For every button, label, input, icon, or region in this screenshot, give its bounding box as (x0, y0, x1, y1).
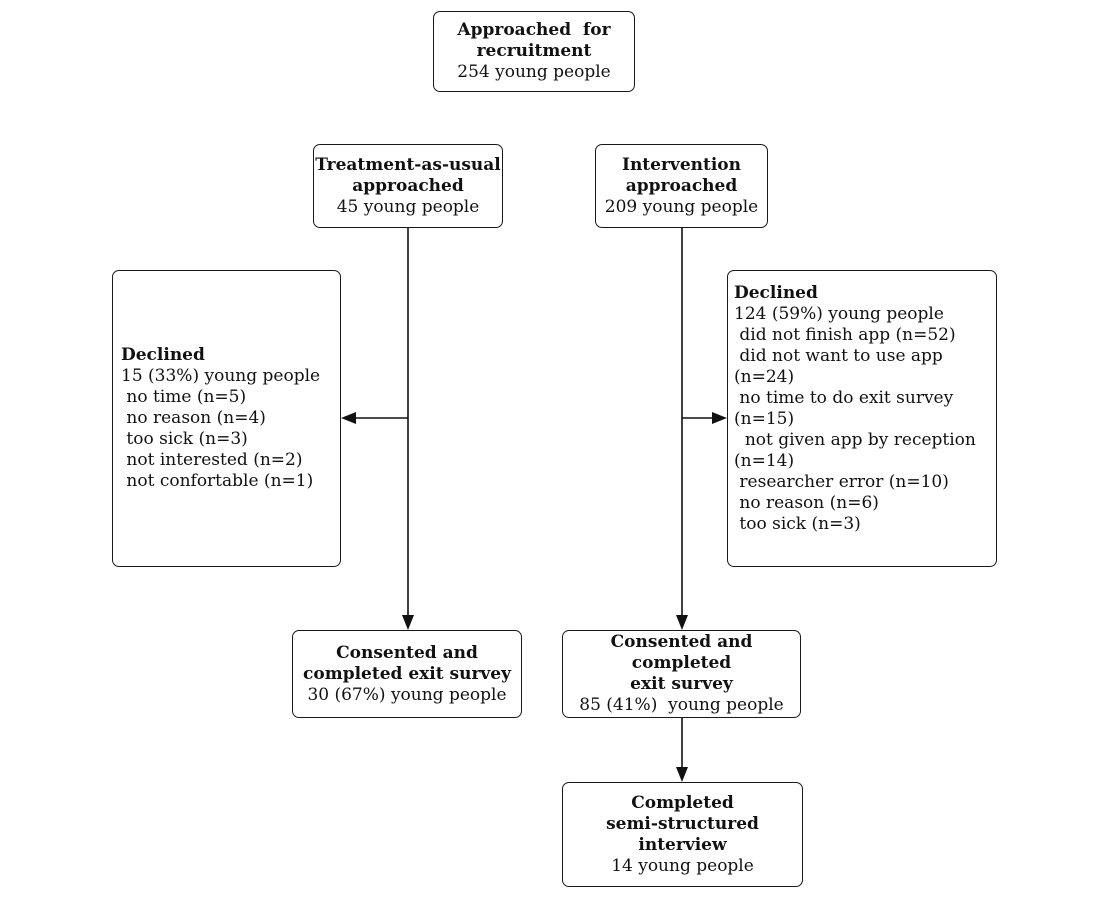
arrow-tau-to-declined (341, 412, 408, 424)
box-title: Declined (121, 345, 205, 365)
box-title: Completed semi-structured interview (606, 792, 759, 855)
box-treatment-as-usual-approached: Treatment-as-usual approached 45 young p… (313, 144, 503, 228)
arrow-intervention-to-declined (682, 412, 727, 424)
box-count: 14 young people (611, 855, 754, 876)
box-tau-consented-exit-survey: Consented and completed exit survey 30 (… (292, 630, 522, 718)
box-title: Consented and completed exit survey (303, 642, 511, 684)
box-tau-declined: Declined 15 (33%) young people no time (… (112, 270, 341, 567)
arrow-tau-to-consented (402, 228, 414, 630)
box-count: 209 young people (604, 196, 759, 217)
box-title: Consented and completed exit survey (610, 632, 753, 694)
box-count: 85 (41%) young people (579, 695, 784, 715)
arrow-consented-to-interview (676, 718, 688, 782)
box-intervention-declined: Declined 124 (59%) young people did not … (727, 270, 997, 567)
box-count: 45 young people (336, 196, 480, 217)
box-intervention-approached: Intervention approached 209 young people (595, 144, 768, 228)
box-title: Intervention approached (622, 154, 741, 196)
box-approached-for-recruitment: Approached for recruitment 254 young peo… (433, 11, 635, 92)
box-count: 30 (67%) young people (307, 684, 507, 705)
box-count: 254 young people (457, 62, 611, 82)
box-title: Declined (734, 283, 818, 303)
box-title: Treatment-as-usual approached (315, 154, 501, 196)
declined-reasons-list: 15 (33%) young people no time (n=5) no r… (121, 366, 321, 491)
box-completed-interview: Completed semi-structured interview 14 y… (562, 782, 803, 887)
box-title: Approached for recruitment (457, 20, 611, 61)
box-intervention-consented-exit-survey: Consented and completed exit survey 85 (… (562, 630, 801, 718)
declined-reasons-list: 124 (59%) young people did not finish ap… (734, 304, 976, 534)
arrow-intervention-to-consented (676, 228, 688, 630)
